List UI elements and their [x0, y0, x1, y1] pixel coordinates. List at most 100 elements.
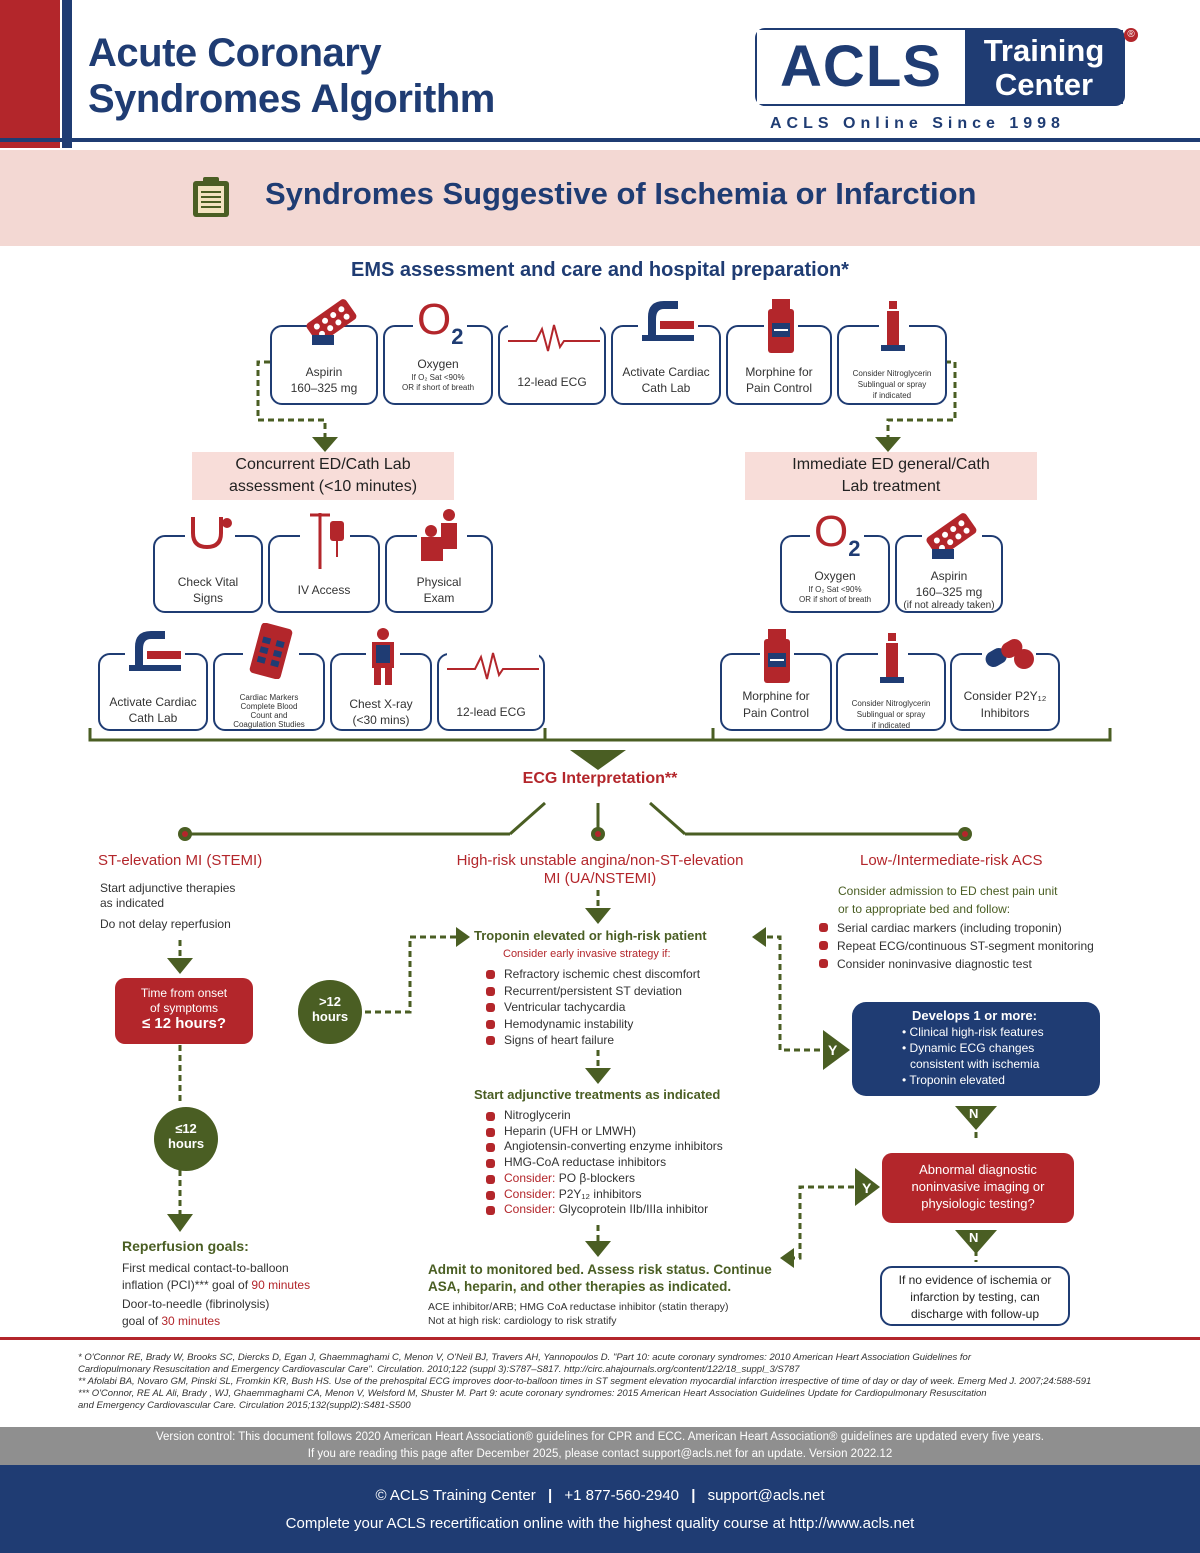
footnote: * O'Connor RE, Brady W, Brooks SC, Dierc… [78, 1352, 971, 1363]
version-line: Version control: This document follows 2… [156, 1431, 1044, 1443]
list-item-text: PO β-blockers [555, 1170, 635, 1185]
low-risk-text: Consider admission to ED chest pain unit… [838, 882, 1057, 918]
footnotes: * O'Connor RE, Brady W, Brooks SC, Dierc… [78, 1352, 1148, 1412]
card-oxygen-2: O2 Oxygen If O₂ Sat <90% OR if short of … [780, 507, 890, 613]
card-cath-lab-2: Activate Cardiac Cath Lab [98, 627, 208, 731]
discharge-line: If no evidence of ischemia or [898, 1273, 1052, 1287]
admit-text: Admit to monitored bed. Assess risk stat… [428, 1261, 772, 1295]
list-item: Recurrent/persistent ST deviation [482, 983, 700, 1000]
goal-line: First medical contact-to-balloon [122, 1261, 289, 1275]
discharge-line: discharge with follow-up [910, 1307, 1040, 1321]
list-item-text: Heparin (UFH or LMWH) [504, 1123, 637, 1138]
card-small: Consider Nitroglycerin [852, 369, 932, 378]
footer-email[interactable]: support@acls.net [707, 1487, 825, 1504]
yes-label: Y [828, 1042, 838, 1058]
abnormal-line: noninvasive imaging or [911, 1179, 1045, 1194]
footer [0, 1465, 1200, 1553]
title-line-1: Acute Coronary [88, 31, 382, 75]
logo-training-center: Training Center [965, 30, 1123, 104]
discharge-box: If no evidence of ischemia or infarction… [880, 1266, 1070, 1326]
abnormal-line: physiologic testing? [921, 1196, 1035, 1211]
oxygen-icon: O2 [810, 507, 865, 562]
footer-tagline[interactable]: Complete your ACLS recertification onlin… [285, 1515, 915, 1532]
list-item: Hemodynamic instability [482, 1016, 700, 1033]
list-item-text: Ventricular tachycardia [504, 1000, 626, 1014]
left-branch-title: Concurrent ED/Cath Lab assessment (<10 m… [192, 452, 454, 500]
troponin-title: Troponin elevated or high-risk patient [474, 928, 707, 943]
ecg-icon [508, 323, 600, 353]
card-small: OR if short of breath [401, 383, 475, 392]
oxygen-subscript: 2 [848, 535, 861, 561]
low-risk-title: Low-/Intermediate-risk ACS [860, 852, 1043, 869]
card-label: Activate Cardiac [622, 365, 710, 379]
list-item: Nitroglycerin [482, 1108, 723, 1124]
badge-line: hours [167, 1136, 205, 1151]
abnormal-testing-box: Abnormal diagnostic noninvasive imaging … [882, 1153, 1074, 1223]
list-item: Consider noninvasive diagnostic test [815, 955, 1094, 973]
discharge-line: infarction by testing, can [910, 1290, 1040, 1304]
header-navy-bar [62, 0, 72, 148]
logo-acls: ACLS [757, 30, 965, 104]
oxygen-glyph: O [417, 295, 452, 344]
nstemi-title-line: MI (UA/NSTEMI) [543, 870, 657, 887]
list-item: Repeat ECG/continuous ST-segment monitor… [815, 937, 1094, 955]
card-label: Consider P2Y₁₂ [963, 689, 1047, 703]
clipboard-icon [193, 177, 229, 217]
troponin-sub: Consider early invasive strategy if: [503, 948, 671, 960]
card-small: OR if short of breath [798, 595, 872, 604]
card-cardiac-markers: Cardiac Markers Complete Blood Count and… [213, 623, 325, 731]
card-label: Oxygen [417, 357, 459, 371]
spray-icon [879, 297, 909, 353]
card-label: Chest X-ray [349, 697, 413, 711]
ems-card-aspirin: Aspirin 160–325 mg [270, 299, 378, 405]
stemi-text: Start adjunctive therapies as indicated … [100, 881, 235, 932]
vial-icon [764, 297, 798, 357]
card-label: Morphine for [742, 689, 810, 703]
branch-title-line: Immediate ED general/Cath [792, 456, 990, 473]
header-red-bar [0, 0, 60, 148]
footer-copyright: © ACLS Training Center [375, 1487, 536, 1504]
develops-item: Dynamic ECG changes [909, 1041, 1035, 1055]
list-item-text: HMG-CoA reductase inhibitors [504, 1155, 667, 1170]
list-item: Refractory ischemic chest discomfort [482, 966, 700, 983]
stethoscope-icon [185, 513, 235, 557]
admit-sub-line: ACE inhibitor/ARB; HMG CoA reductase inh… [428, 1301, 729, 1313]
stemi-text-line: Do not delay reperfusion [100, 917, 231, 931]
pill-pack-icon [922, 511, 982, 561]
ecg-icon [447, 651, 539, 681]
card-small: if indicated [871, 721, 911, 730]
stemi-title: ST-elevation MI (STEMI) [98, 852, 263, 869]
ems-card-ecg: 12-lead ECG [498, 323, 606, 405]
list-item: Heparin (UFH or LMWH) [482, 1124, 723, 1140]
version-bar: Version control: This document follows 2… [0, 1427, 1200, 1465]
card-small: Cardiac Markers [239, 693, 299, 702]
card-iv-access: IV Access [268, 511, 380, 613]
card-label: (<30 mins) [352, 713, 410, 727]
footnote: ** Afolabi BA, Novaro GM, Pinski SL, Fro… [78, 1376, 1092, 1387]
card-nitroglycerin-2: Consider Nitroglycerin Sublingual or spr… [836, 629, 946, 731]
capsule-icon [982, 633, 1036, 673]
card-label: Inhibitors [980, 706, 1030, 720]
card-label: (if not already taken) [903, 600, 995, 611]
card-label: Cath Lab [641, 381, 691, 395]
card-small: If O₂ Sat <90% [808, 585, 862, 594]
develops-title: Develops 1 or more: [912, 1008, 1037, 1023]
card-label: Pain Control [742, 706, 810, 720]
ems-card-oxygen: O2 Oxygen If O₂ Sat <90% OR if short of … [383, 295, 493, 405]
list-item-text: Signs of heart failure [504, 1033, 615, 1047]
card-small: Consider Nitroglycerin [851, 699, 931, 708]
goal-line: Door-to-needle (fibrinolysis) [122, 1297, 270, 1311]
card-label: 12-lead ECG [517, 375, 587, 389]
card-label: Signs [192, 591, 224, 605]
list-item: Consider: P2Y₁₂ inhibitors [482, 1187, 723, 1203]
oxygen-subscript: 2 [451, 323, 464, 349]
develops-item: Clinical high-risk features [909, 1025, 1044, 1039]
list-item-text: Serial cardiac markers (including tropon… [837, 921, 1062, 935]
list-item: Angiotensin-converting enzyme inhibitors [482, 1139, 723, 1155]
decision-line: ≤ 12 hours? [141, 1015, 227, 1032]
card-label: Physical [416, 575, 462, 589]
card-label: Oxygen [814, 569, 856, 583]
footer-phone[interactable]: +1 877-560-2940 [564, 1487, 680, 1504]
